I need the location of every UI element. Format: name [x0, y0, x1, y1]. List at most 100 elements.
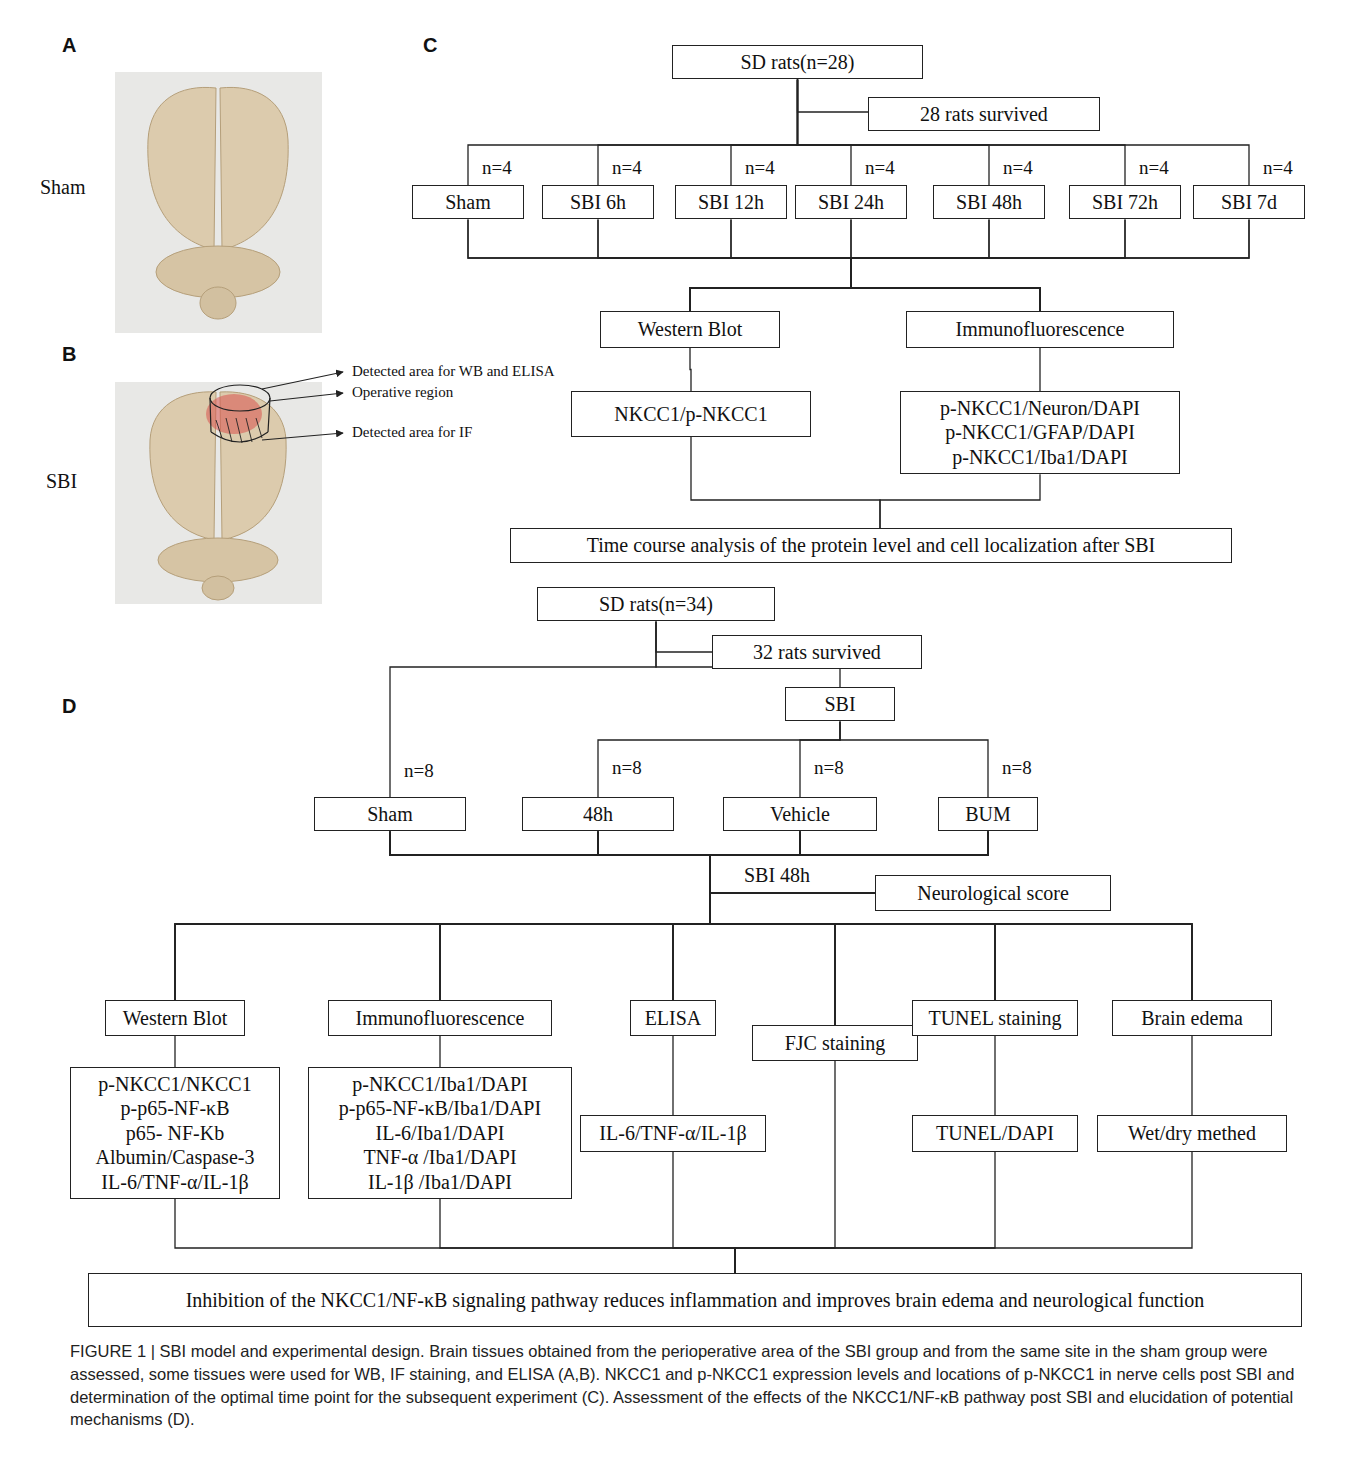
connector-line	[390, 831, 995, 1000]
connector-line	[673, 1152, 735, 1273]
box-text: p-NKCC1/Iba1/DAPI	[952, 445, 1128, 469]
box-text: ELISA	[645, 1006, 702, 1030]
annotation-label: n=4	[1003, 157, 1033, 179]
process-box: ELISA	[630, 1000, 716, 1036]
process-box: Inhibition of the NKCC1/NF-κB signaling …	[88, 1273, 1302, 1327]
annotation-label: n=4	[865, 157, 895, 179]
process-box: Vehicle	[723, 797, 877, 831]
process-box: SBI 6h	[542, 185, 654, 219]
connector-line	[598, 721, 840, 797]
process-box: SBI 72h	[1069, 185, 1181, 219]
connector-line	[710, 831, 988, 1025]
connector-line	[1191, 1036, 1192, 1115]
box-text: TUNEL/DAPI	[936, 1121, 1054, 1145]
connector-line	[598, 831, 835, 1025]
connector-line	[390, 831, 835, 1025]
connector-line	[1039, 348, 1040, 391]
annotation-label: n=8	[814, 757, 844, 779]
injury-spot	[206, 394, 262, 434]
panel-letter: D	[62, 695, 76, 718]
box-text: Neurological score	[917, 881, 1069, 905]
connector-line	[880, 474, 1040, 528]
connector-line	[440, 831, 800, 1000]
brainstem	[202, 576, 234, 600]
process-box: SBI 12h	[675, 185, 787, 219]
annotation-label: n=8	[612, 757, 642, 779]
connector-line	[390, 831, 1192, 1000]
process-box: NKCC1/p-NKCC1	[571, 391, 811, 437]
connector-line	[690, 219, 1125, 311]
process-box: IL-6/TNF-α/IL-1β	[580, 1115, 766, 1152]
connector-line	[598, 831, 710, 1000]
process-box: Immunofluorescence	[328, 1000, 552, 1036]
process-box: SD rats(n=28)	[672, 45, 923, 79]
panel-letter: C	[423, 34, 437, 57]
process-box: 28 rats survived	[868, 97, 1100, 131]
photo-ground	[115, 382, 322, 604]
process-box: Sham	[412, 185, 524, 219]
connector-line	[851, 219, 1040, 311]
process-box: Time course analysis of the protein leve…	[510, 528, 1232, 563]
box-text: 28 rats survived	[920, 102, 1048, 126]
box-text: SBI 7d	[1221, 190, 1277, 214]
process-box: p-NKCC1/Iba1/DAPIp-p65-NF-κB/Iba1/DAPIIL…	[308, 1067, 572, 1199]
connector-line	[690, 219, 1249, 311]
process-box: p-NKCC1/NKCC1p-p65-NF-κBp65- NF-KbAlbumi…	[70, 1067, 280, 1199]
box-text: p-NKCC1/GFAP/DAPI	[945, 420, 1135, 444]
operative-cylinder	[210, 398, 270, 442]
process-box: FJC staining	[752, 1025, 918, 1061]
box-text: p-p65-NF-κB	[121, 1096, 230, 1120]
figure-caption: FIGURE 1 | SBI model and experimental de…	[70, 1340, 1298, 1431]
box-text: NKCC1/p-NKCC1	[614, 402, 767, 426]
box-text: Wet/dry methed	[1128, 1121, 1256, 1145]
connector-line	[798, 79, 1126, 185]
annotation-label: n=4	[1139, 157, 1169, 179]
connector-line	[735, 1061, 835, 1273]
box-text: Inhibition of the NKCC1/NF-κB signaling …	[186, 1288, 1205, 1312]
process-box: Western Blot	[600, 311, 780, 348]
annotation-label: n=4	[482, 157, 512, 179]
connector-line	[798, 79, 1250, 185]
box-text: Brain edema	[1141, 1006, 1243, 1030]
connector-line	[710, 831, 1192, 1000]
connector-line	[673, 831, 988, 1000]
photo-ground	[115, 72, 322, 333]
box-text: 48h	[583, 802, 613, 826]
connector-line	[468, 79, 798, 185]
connector-line	[735, 1152, 995, 1273]
connector-line	[710, 831, 995, 1000]
process-box: SD rats(n=34)	[537, 587, 775, 621]
connector-line	[175, 1199, 735, 1273]
process-box: Sham	[314, 797, 466, 831]
box-text: IL-6/TNF-α/IL-1β	[599, 1121, 746, 1145]
brain-hemisphere	[220, 87, 288, 250]
box-text: SBI 72h	[1092, 190, 1158, 214]
panel-letter: A	[62, 34, 76, 57]
process-box: Immunofluorescence	[906, 311, 1174, 348]
box-text: Western Blot	[638, 317, 742, 341]
connector-line	[690, 219, 989, 311]
leader-line	[262, 372, 343, 389]
connector-line	[690, 219, 851, 311]
connector-line	[390, 831, 710, 1000]
process-box: TUNEL/DAPI	[912, 1115, 1078, 1152]
connector-line	[690, 348, 691, 391]
process-box: SBI 24h	[795, 185, 907, 219]
connector-line	[731, 219, 1040, 311]
leader-line	[262, 433, 343, 440]
connector-line	[174, 1036, 175, 1067]
box-text: SBI	[824, 692, 855, 716]
brainstem	[200, 287, 236, 319]
box-text: IL-1β /Iba1/DAPI	[368, 1170, 512, 1194]
connector-line	[390, 831, 710, 1000]
connector-line	[691, 437, 880, 528]
box-text: SD rats(n=28)	[740, 50, 854, 74]
box-text: p-NKCC1/Iba1/DAPI	[352, 1072, 528, 1096]
connector-line	[656, 621, 712, 652]
connector-line	[440, 831, 710, 1000]
process-box: Wet/dry methed	[1097, 1115, 1287, 1152]
box-text: FJC staining	[785, 1031, 886, 1055]
process-box: SBI	[785, 687, 895, 721]
